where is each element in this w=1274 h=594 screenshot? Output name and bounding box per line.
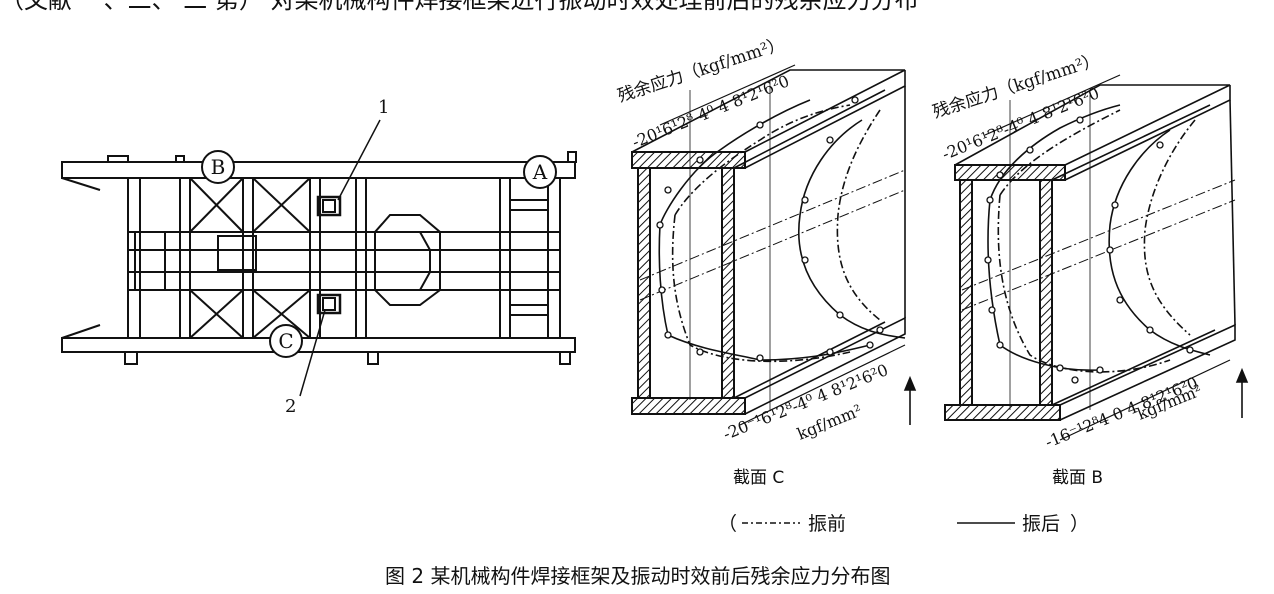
legend-open-paren: （ xyxy=(718,513,737,535)
marker-c: C xyxy=(269,324,303,358)
legend: （ 振前 振后 ） xyxy=(718,513,1089,535)
figure-caption: 图 2 某机械构件焊接框架及振动时效前后残余应力分布图 xyxy=(385,564,890,588)
svg-text:B: B xyxy=(211,155,226,179)
svg-text:A: A xyxy=(532,160,548,184)
top-cutoff-text: （文献 一、二、 二 第） 对某机械构件焊接框架进行振动时效处理前后的残余应力分… xyxy=(0,0,919,14)
section-b-right-web xyxy=(1039,179,1053,406)
legend-before-label: 振前 xyxy=(808,513,846,535)
marker-b: B xyxy=(201,150,235,184)
section-b-bottom-flange xyxy=(944,404,1061,421)
section-b-diagram: 残余应力（kgf/mm²） -20¹6¹2⁸-4⁰ 4 8¹2¹6²0 -16⁻… xyxy=(930,50,1249,452)
section-c-bottom-flange xyxy=(631,397,746,415)
section-b-axis-title: 残余应力（kgf/mm²） xyxy=(930,50,1102,123)
section-c-caption: 截面 C xyxy=(733,468,784,488)
part-label-1: 1 xyxy=(378,97,389,118)
section-c-right-web xyxy=(721,167,735,399)
section-b-caption: 截面 B xyxy=(1052,468,1103,488)
welded-frame-drawing xyxy=(61,119,577,397)
section-c-left-web xyxy=(637,167,651,399)
section-b-left-web xyxy=(959,179,973,406)
section-c-top-flange xyxy=(631,151,746,169)
section-c-diagram: 残余应力（kgf/mm²） -20¹6¹2⁸-4⁰ 4 8¹2¹6²0 -20⁻… xyxy=(615,34,917,444)
part-label-2: 2 xyxy=(285,396,296,417)
svg-text:C: C xyxy=(278,329,293,353)
section-b-bottom-ticks: -16⁻¹2⁸4 0 4 8¹2¹6²0 xyxy=(1042,373,1200,452)
legend-close-paren: ） xyxy=(1070,513,1089,535)
legend-after-label: 振后 xyxy=(1022,513,1060,535)
marker-a: A xyxy=(523,155,557,189)
